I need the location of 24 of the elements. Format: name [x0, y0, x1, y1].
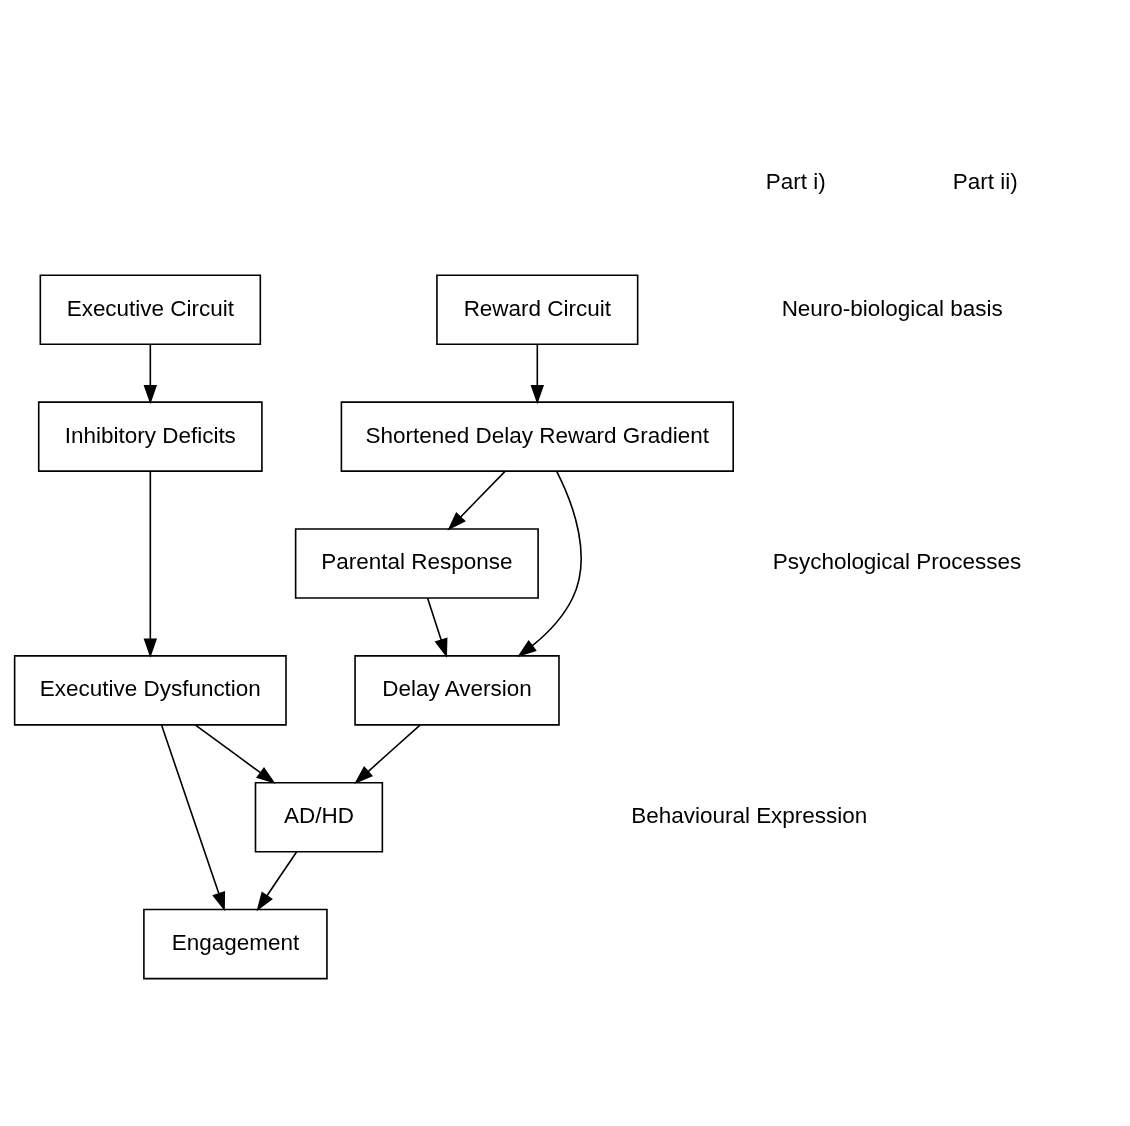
arrow — [143, 470, 158, 658]
node-box: Delay Aversion — [354, 654, 560, 726]
arrow — [160, 723, 226, 911]
label: Part i) — [765, 168, 826, 194]
node-box: AD/HD — [254, 781, 384, 853]
label: Psychological Processes — [772, 548, 1022, 574]
arrow — [256, 850, 298, 911]
node-box: Inhibitory Deficits — [37, 400, 263, 472]
node-box: Parental Response — [294, 527, 539, 599]
arrow — [517, 470, 582, 657]
arrow — [530, 343, 545, 404]
arrow — [143, 343, 158, 404]
arrow — [426, 596, 448, 658]
node-box: Shortened Delay Reward Gradient — [340, 400, 734, 472]
label: Part ii) — [952, 168, 1018, 194]
arrow — [194, 723, 276, 784]
arrow — [447, 470, 506, 530]
arrow — [354, 723, 421, 784]
node-box: Engagement — [143, 908, 328, 979]
label: Behavioural Expression — [631, 802, 868, 828]
node-box: Executive Circuit — [39, 273, 262, 345]
node-box: Reward Circuit — [436, 273, 639, 345]
node-box: Executive Dysfunction — [13, 654, 287, 726]
label: Neuro-biological basis — [781, 295, 1003, 321]
